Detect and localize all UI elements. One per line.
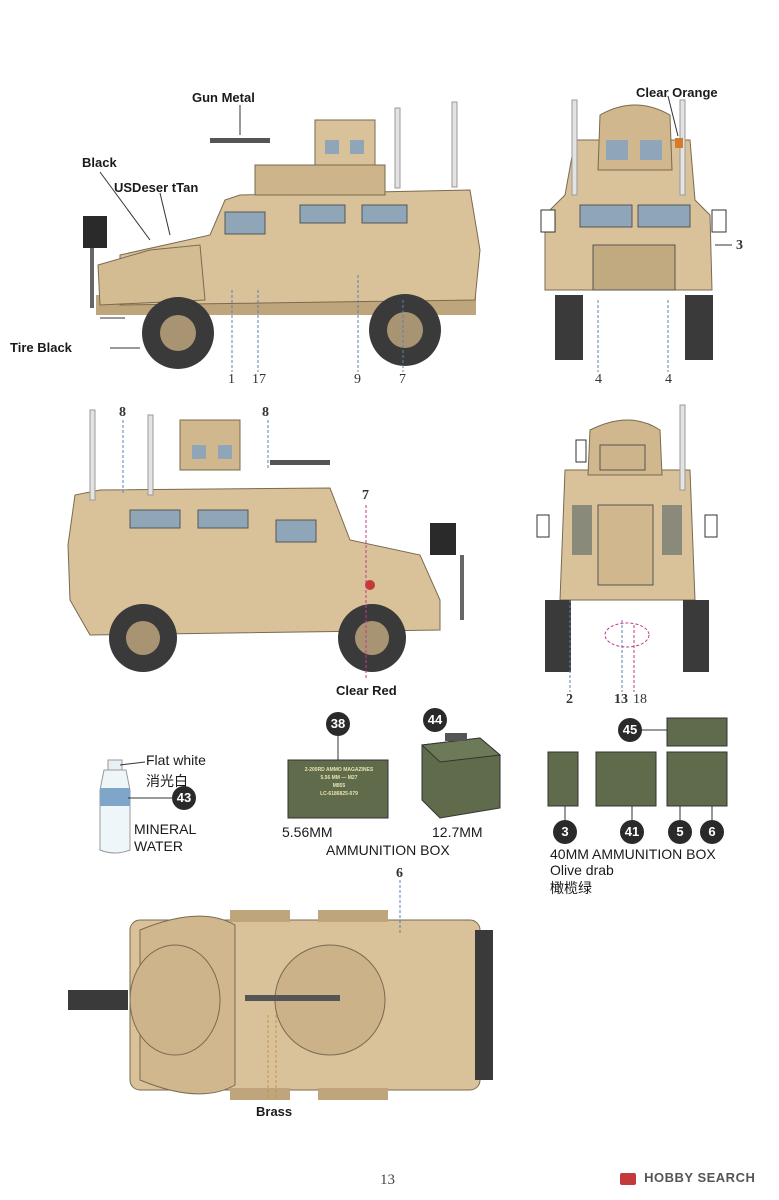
- side-num-17: 17: [252, 372, 266, 387]
- front-num-4b: 4: [665, 372, 672, 387]
- water-bottle-drawing: [99, 759, 172, 854]
- label-tire-black: Tire Black: [10, 340, 72, 355]
- ammo-556-badge: 38: [326, 712, 350, 736]
- side-num-1: 1: [228, 372, 235, 387]
- rear-num-18: 18: [633, 692, 647, 707]
- front-view: [540, 95, 732, 372]
- stencil-line-1: 2-200RD AMMO MAGAZINES: [304, 767, 374, 773]
- ammo-556-stencil: 2-200RD AMMO MAGAZINES 5.56 MM — M27 M85…: [292, 766, 386, 798]
- front-num-3: 3: [736, 238, 743, 253]
- ammo40-badge-45: 45: [618, 718, 642, 742]
- label-desert-tan: USDeser tTan: [114, 180, 199, 195]
- side2-num-8b: 8: [262, 405, 269, 420]
- label-clear-orange: Clear Orange: [636, 85, 718, 100]
- stencil-line-2: 5.56 MM — M27: [320, 775, 358, 781]
- rear-num-2: 2: [566, 692, 573, 707]
- water-flat-white-cn: 消光白: [146, 773, 188, 789]
- side-num-7: 7: [399, 372, 406, 387]
- ammo40-badge-3: 3: [553, 820, 577, 844]
- top-view: [68, 880, 493, 1100]
- ammo40-badge-5: 5: [668, 820, 692, 844]
- side-num-9: 9: [354, 372, 361, 387]
- side2-num-7: 7: [362, 488, 369, 503]
- label-brass: Brass: [256, 1104, 293, 1119]
- stencil-line-3: M855: [332, 783, 346, 789]
- ammo40-color-cn: 橄榄绿: [550, 880, 592, 896]
- label-clear-red: Clear Red: [336, 683, 397, 698]
- top-num-6: 6: [396, 866, 403, 881]
- label-black: Black: [82, 155, 117, 170]
- rear-num-13: 13: [614, 692, 628, 707]
- ammo-556-size: 5.56MM: [282, 824, 333, 840]
- side-view-right: [67, 409, 464, 680]
- front-num-4a: 4: [595, 372, 602, 387]
- page-number: 13: [380, 1172, 395, 1188]
- water-flat-white: Flat white: [146, 752, 206, 768]
- ammo-127-badge: 44: [423, 708, 447, 732]
- ammo-title: AMMUNITION BOX: [326, 842, 450, 858]
- watermark: HOBBY SEARCH: [620, 1170, 755, 1185]
- stencil-line-4: LC-6186825-079: [320, 791, 358, 797]
- ammo40-color: Olive drab: [550, 862, 614, 878]
- ammo40-drawings: [547, 717, 728, 820]
- water-label-1: MINERAL: [134, 821, 197, 837]
- ammo-box-drawings: [287, 733, 502, 819]
- watermark-text: HOBBY SEARCH: [644, 1170, 756, 1185]
- rear-view: [536, 404, 718, 692]
- water-badge: 43: [172, 786, 196, 810]
- side-view-left: [83, 101, 481, 372]
- label-gun-metal: Gun Metal: [192, 90, 255, 105]
- water-label-2: WATER: [134, 838, 183, 854]
- ammo40-badge-41: 41: [620, 820, 644, 844]
- watermark-logo-icon: [620, 1172, 636, 1185]
- ammo40-title: 40MM AMMUNITION BOX: [550, 846, 716, 862]
- ammo-127-size: 12.7MM: [432, 824, 483, 840]
- side2-num-8a: 8: [119, 405, 126, 420]
- ammo40-badge-6: 6: [700, 820, 724, 844]
